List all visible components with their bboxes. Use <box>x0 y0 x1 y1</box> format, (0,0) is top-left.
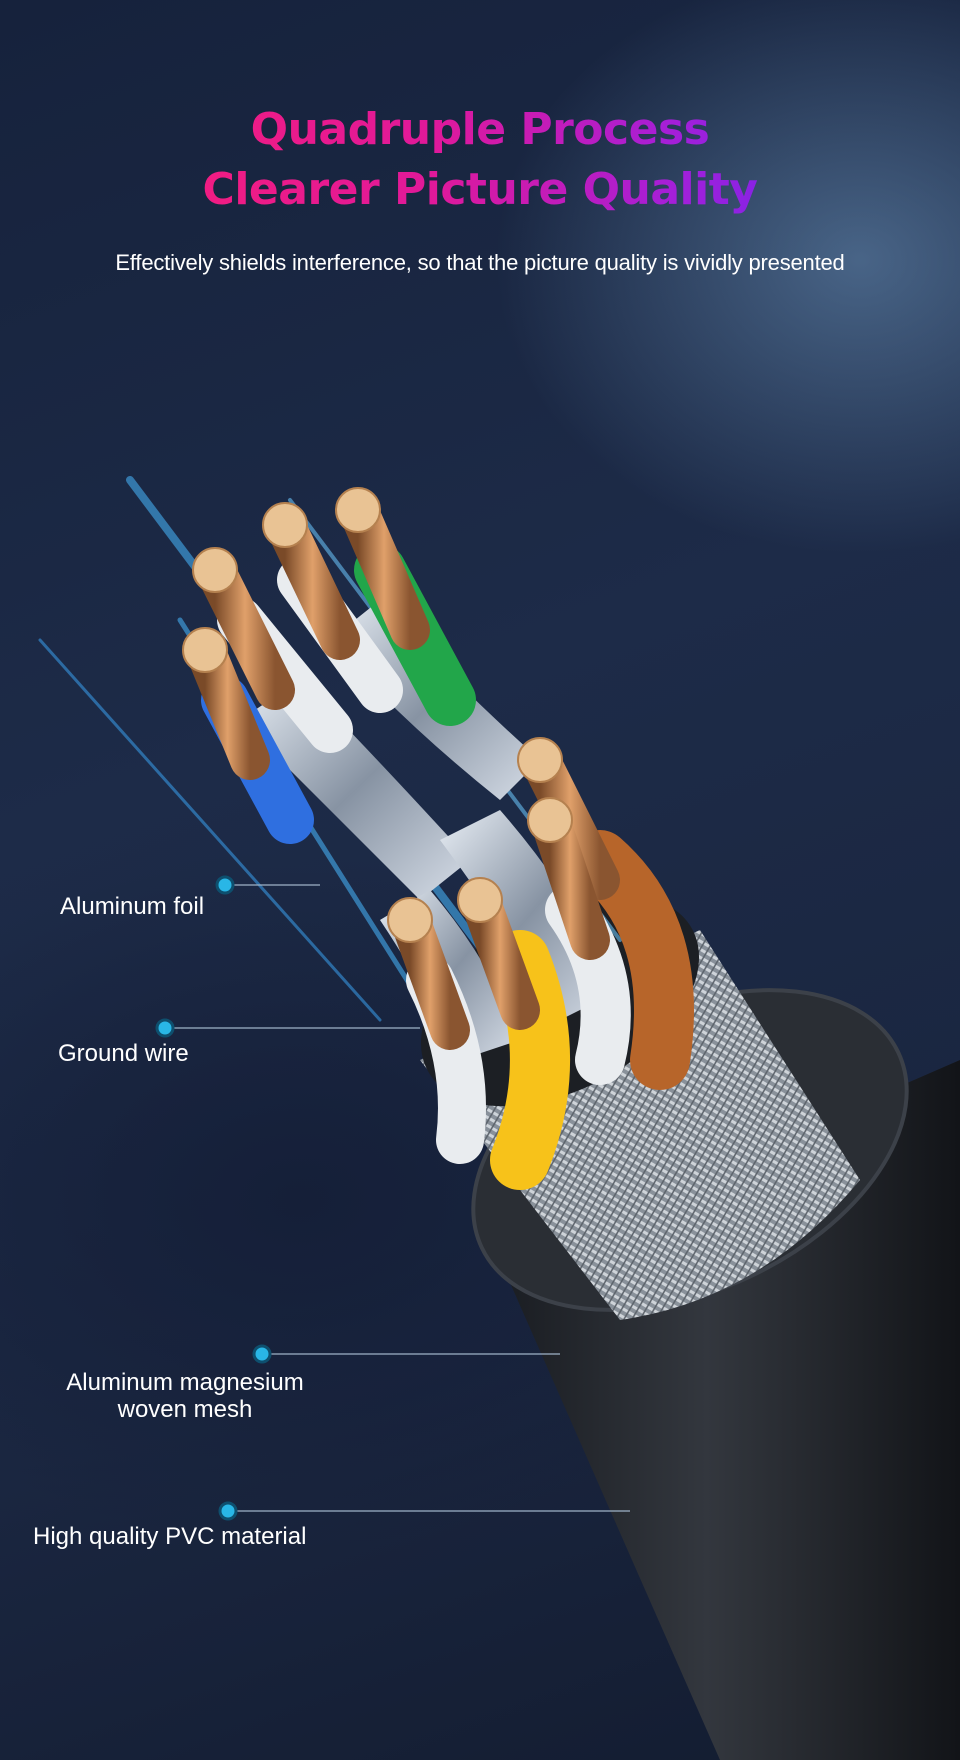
wire-blue <box>182 627 314 844</box>
callout-aluminum-foil-pointer <box>215 875 320 895</box>
wire-white-3 <box>527 797 631 1085</box>
callout-mesh-label-line-1: Aluminum magnesium <box>66 1369 304 1396</box>
callout-ground-wire-label: Ground wire <box>58 1040 189 1067</box>
wire-green <box>335 487 476 726</box>
headline: Quadruple Process Clearer Picture Qualit… <box>0 100 960 220</box>
wire-white-1 <box>192 547 353 753</box>
wire-white-2 <box>262 502 403 713</box>
callout-pvc-pointer <box>218 1501 630 1521</box>
callout-ground-wire-pointer <box>155 1018 420 1038</box>
callout-mesh-pointer <box>252 1344 560 1364</box>
subtitle: Effectively shields interference, so tha… <box>115 250 845 275</box>
headline-line-1: Quadruple Process <box>0 100 960 160</box>
wire-yellow <box>457 877 570 1190</box>
callout-mesh-label: Aluminum magnesium woven mesh <box>40 1369 330 1423</box>
callout-aluminum-foil-label: Aluminum foil <box>60 893 205 920</box>
headline-line-2: Clearer Picture Quality <box>0 160 960 220</box>
callout-mesh-label-line-2: woven mesh <box>117 1396 253 1423</box>
wire-white-4 <box>387 897 486 1164</box>
callout-pvc-label: High quality PVC material <box>33 1523 307 1550</box>
